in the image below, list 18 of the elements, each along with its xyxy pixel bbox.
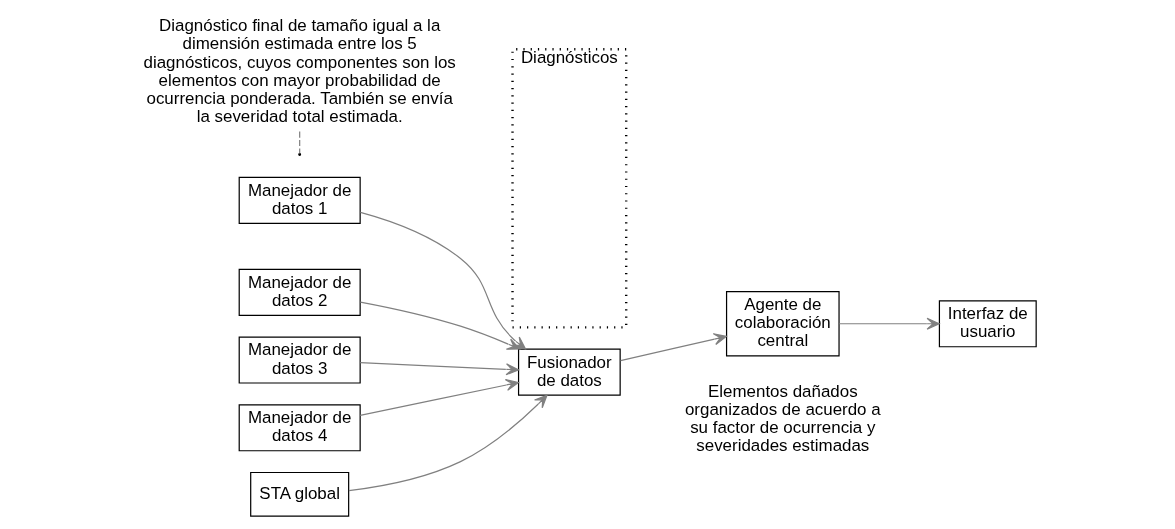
label: Elementos dañados organizados de acuerdo a su factor de ocurrencia y severidades estimadas [684, 381, 881, 455]
node-box: Diagnósticos [511, 48, 628, 329]
arrow [619, 333, 727, 362]
arrow [359, 362, 519, 376]
node-box: Fusionador de datos [517, 348, 621, 396]
node-box: Manejador de datos 4 [238, 404, 361, 452]
connector [299, 130, 301, 155]
arrow [838, 317, 940, 330]
node-box: STA global [250, 471, 350, 517]
node-box: Manejador de datos 3 [238, 336, 361, 384]
arrow [359, 379, 519, 416]
arrow [359, 301, 521, 350]
arrow [348, 394, 548, 492]
node-box: Agente de colaboración central [725, 291, 840, 357]
node-box: Manejador de datos 1 [238, 176, 361, 224]
node-box: Manejador de datos 2 [238, 268, 361, 316]
node-text: Diagnóstico final de tamaño igual a la dimensión estimada entre los 5 diagnósticos, cuyos componentes son los elementos con mayor probabilidad de ocurrencia ponderada. También se envía la severidad total estimada. [143, 16, 456, 127]
node-box: Interfaz de usuario [938, 300, 1037, 348]
